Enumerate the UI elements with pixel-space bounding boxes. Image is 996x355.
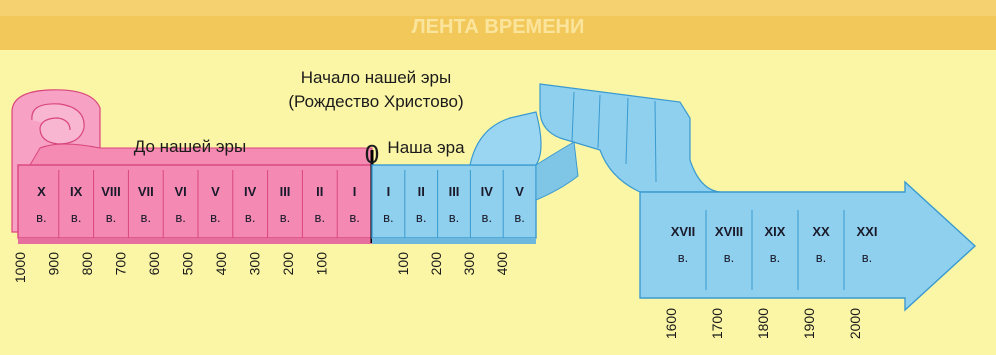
bc-century-suffix: в. <box>349 210 360 225</box>
late-century-cells: XVII в. XVIII в. XIX в. XX в. XXI в. <box>671 210 878 290</box>
bc-year-label: 200 <box>280 252 296 276</box>
bc-century-cells: Xв. IX в. VIII в. VII в. VI в. Vв. IV в. III в. II в. Iв… <box>36 170 360 238</box>
late-century-suffix: в. <box>724 250 735 265</box>
late-year-label: 1900 <box>801 308 817 339</box>
bc-century-numeral: I <box>353 184 357 199</box>
late-year-label: 1600 <box>663 308 679 339</box>
bc-era-label: До нашей эры <box>134 137 246 156</box>
bc-year-label: 1000 <box>12 252 28 283</box>
bc-century-suffix: в. <box>280 210 291 225</box>
ad-year-label: 400 <box>494 252 510 276</box>
bc-century-numeral: IX <box>70 184 83 199</box>
late-century-numeral: XVIII <box>715 224 743 239</box>
late-century-numeral: XVII <box>671 224 696 239</box>
late-century-numeral: XX <box>812 224 830 239</box>
era-start-label-line2: (Рождество Христово) <box>288 92 463 111</box>
ad-century-numeral: II <box>418 184 425 199</box>
bc-century-suffix: в. <box>315 210 326 225</box>
ad-century-numeral: I <box>387 184 391 199</box>
bc-century-suffix: в. <box>210 210 221 225</box>
late-centuries-arrow <box>639 180 977 312</box>
ad-ribbon-curl <box>469 111 542 166</box>
ad-century-suffix: в. <box>383 210 394 225</box>
bc-century-suffix: в. <box>106 210 117 225</box>
late-century-numeral: XXI <box>857 224 878 239</box>
bc-century-numeral: III <box>280 184 291 199</box>
bc-year-label: 300 <box>247 252 263 276</box>
late-century-suffix: в. <box>862 250 873 265</box>
ad-century-suffix: в. <box>514 210 525 225</box>
ad-century-numeral: V <box>515 184 524 199</box>
bc-century-numeral: VII <box>138 184 154 199</box>
bc-year-label: 600 <box>146 252 162 276</box>
late-year-label: 1800 <box>755 308 771 339</box>
ad-ribbon-twist-segments <box>571 91 657 183</box>
bc-century-suffix: в. <box>245 210 256 225</box>
era-start-label-line1: Начало нашей эры <box>301 68 451 87</box>
ad-century-cells: Iв. II в. III в. IV в. Vв. <box>383 170 525 238</box>
ad-year-label: 100 <box>395 252 411 276</box>
ad-year-label: 200 <box>428 252 444 276</box>
ad-year-axis: 100 200 300 400 <box>395 252 510 276</box>
bc-year-label: 500 <box>180 252 196 276</box>
bc-year-label: 400 <box>213 252 229 276</box>
ad-century-suffix: в. <box>416 210 427 225</box>
ad-year-label: 300 <box>461 252 477 276</box>
bc-ribbon-body <box>17 164 373 239</box>
bc-century-suffix: в. <box>175 210 186 225</box>
ad-era-label: Наша эра <box>387 138 465 157</box>
ad-century-numeral: III <box>449 184 460 199</box>
late-year-axis: 1600 1700 1800 1900 2000 <box>663 308 863 339</box>
bc-century-numeral: II <box>316 184 323 199</box>
bc-year-label: 100 <box>314 252 330 276</box>
late-century-numeral: XIX <box>765 224 786 239</box>
bc-year-axis: 1000 900 800 700 600 500 400 300 200 100 <box>12 252 330 283</box>
page-title: ЛЕНТА ВРЕМЕНИ <box>412 16 585 38</box>
late-century-suffix: в. <box>678 250 689 265</box>
bc-century-suffix: в. <box>36 210 47 225</box>
bc-year-label: 900 <box>46 252 62 276</box>
ad-ribbon-body <box>371 164 537 239</box>
late-year-label: 2000 <box>847 308 863 339</box>
bc-year-label: 800 <box>79 252 95 276</box>
ad-ribbon-bottom-edge <box>372 238 536 244</box>
late-year-label: 1700 <box>709 308 725 339</box>
bc-century-numeral: VI <box>174 184 186 199</box>
title-banner-highlight <box>0 0 996 16</box>
zero-label: 0 <box>365 139 379 169</box>
ad-ribbon-twist <box>539 83 721 193</box>
bc-year-label: 700 <box>113 252 129 276</box>
ad-century-suffix: в. <box>482 210 493 225</box>
ad-century-suffix: в. <box>449 210 460 225</box>
bc-ribbon-bottom-edge <box>18 238 372 244</box>
bc-century-suffix: в. <box>71 210 82 225</box>
bc-century-numeral: IV <box>244 184 257 199</box>
ad-ribbon-fold <box>535 141 579 201</box>
bc-century-numeral: V <box>211 184 220 199</box>
late-century-suffix: в. <box>816 250 827 265</box>
bc-century-numeral: X <box>37 184 46 199</box>
late-century-suffix: в. <box>770 250 781 265</box>
ad-century-numeral: IV <box>481 184 494 199</box>
bc-century-numeral: VIII <box>101 184 121 199</box>
bc-century-suffix: в. <box>141 210 152 225</box>
